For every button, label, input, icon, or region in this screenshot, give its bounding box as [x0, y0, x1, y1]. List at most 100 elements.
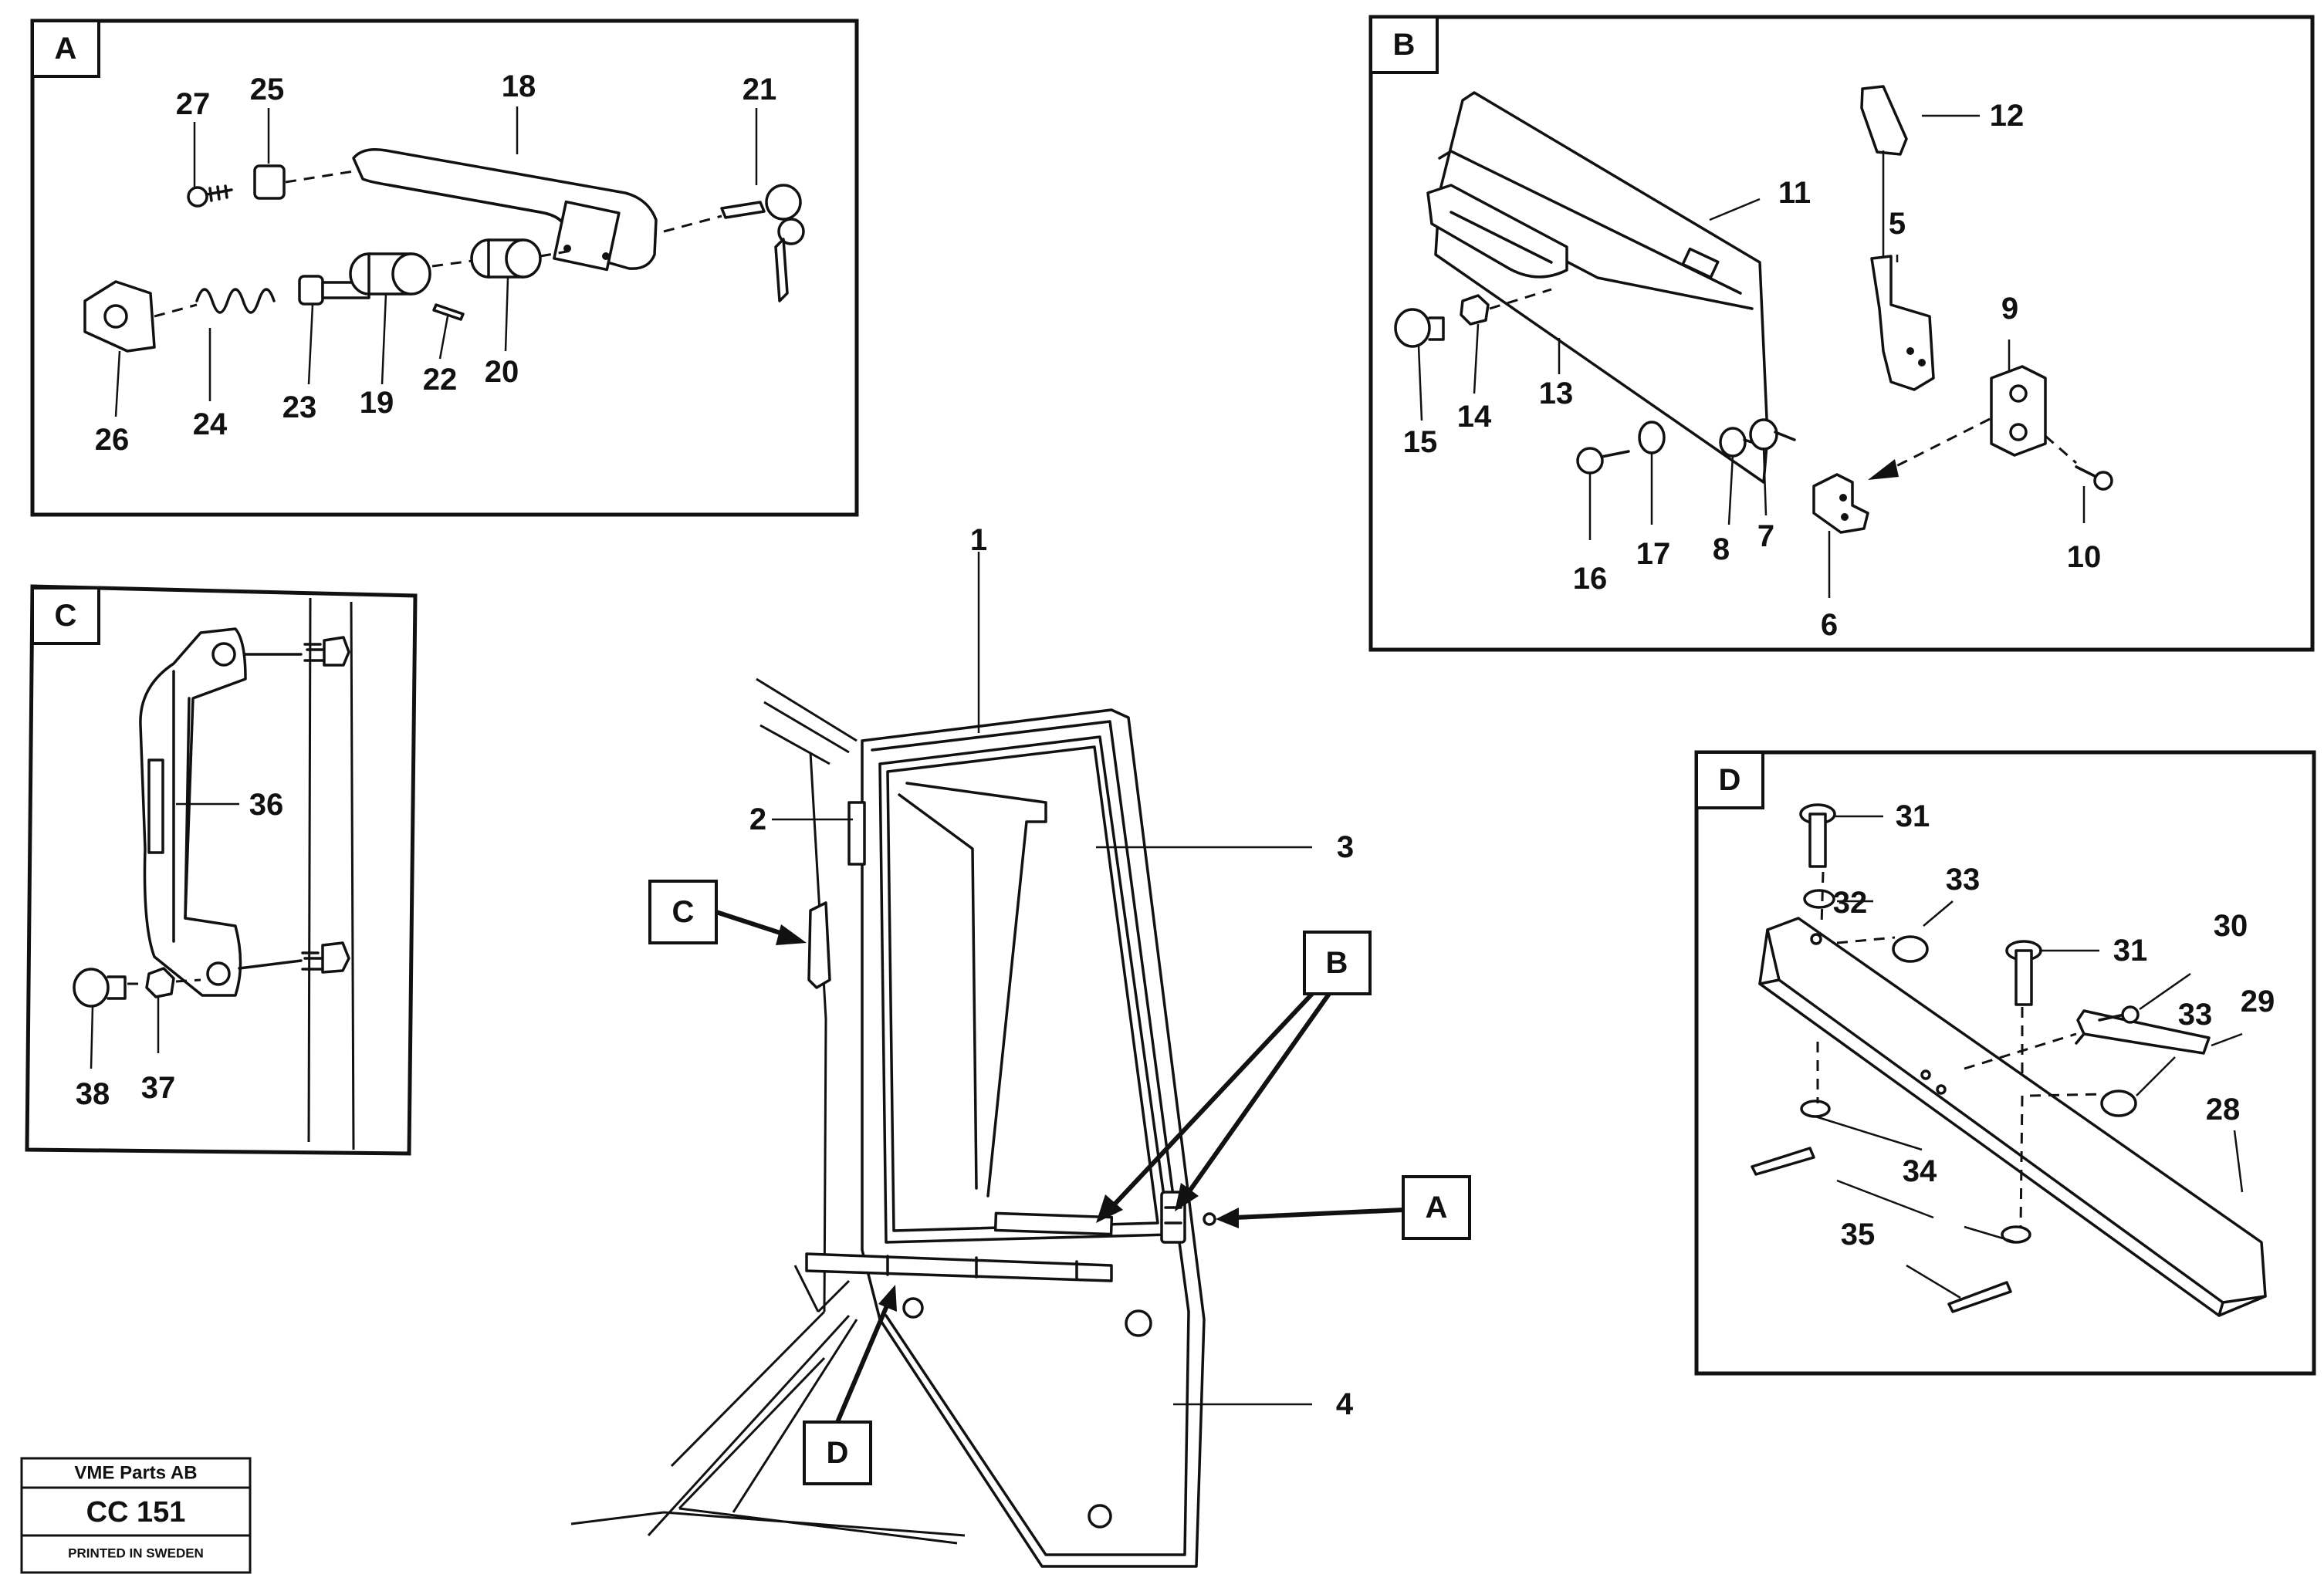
panel-a-tag-box	[31, 19, 100, 78]
callout-22: 22	[423, 363, 458, 397]
callout-34: 34	[1903, 1154, 1937, 1188]
callout-19: 19	[360, 386, 394, 420]
callout-32: 32	[1833, 886, 1868, 920]
latch-housing-part-11	[1426, 91, 1769, 484]
main-door-assembly: 1 2 3 4 C B A D	[570, 523, 1471, 1568]
clip-part-12	[1860, 85, 1908, 156]
panel-d-tag: D	[1719, 763, 1741, 797]
panel-d-tag-box	[1695, 751, 1764, 809]
callout-25: 25	[250, 73, 285, 106]
ref-box-c	[648, 880, 718, 944]
cotter-pin-part-35-right	[1947, 1281, 2012, 1313]
stamp-dividers	[22, 1486, 250, 1537]
callout-38: 38	[76, 1077, 110, 1111]
door-handle-part-18	[352, 148, 658, 272]
callout-36: 36	[249, 788, 284, 822]
cylinder-part-19	[349, 252, 431, 296]
pin-part-31-lower	[2005, 940, 2042, 1006]
washer-part-25	[253, 164, 286, 200]
ref-arrowhead-b2	[1175, 1183, 1199, 1211]
callout-23: 23	[282, 390, 317, 424]
panel-b: B	[1368, 15, 2315, 652]
callout-17: 17	[1636, 537, 1671, 571]
callout-16: 16	[1573, 562, 1608, 596]
callout-33-upper: 33	[1946, 863, 1981, 897]
screw-part-10	[2075, 465, 2113, 491]
axis-line-a1	[285, 170, 354, 184]
callout-2: 2	[749, 802, 766, 836]
ref-arrow-b2	[1185, 992, 1331, 1196]
callout-37: 37	[141, 1071, 176, 1105]
ref-label-a: A	[1426, 1191, 1448, 1225]
cap-part-15	[1394, 308, 1445, 348]
part-2-on-door	[847, 801, 866, 866]
bracket-part-5	[1870, 255, 1935, 391]
callout-1: 1	[970, 523, 987, 557]
callout-4: 4	[1336, 1387, 1354, 1421]
pin-part-31-upper	[1799, 803, 1836, 868]
ref-arrowhead-c	[776, 924, 807, 945]
panel-b-frame	[1368, 15, 2315, 652]
callout-26: 26	[95, 423, 130, 457]
callout-13: 13	[1539, 377, 1574, 410]
callout-31-lower: 31	[2113, 934, 2148, 968]
stamp-company: VME Parts AB	[74, 1463, 197, 1484]
ref-box-a	[1402, 1175, 1471, 1240]
key-part-21	[720, 184, 805, 302]
hinge-part-6	[1812, 473, 1869, 534]
callout-6: 6	[1821, 608, 1838, 642]
stamp-printed: PRINTED IN SWEDEN	[68, 1546, 204, 1561]
ref-arrowhead-d	[878, 1285, 897, 1312]
bushing-part-33-upper	[1892, 935, 1929, 963]
callout-29: 29	[2241, 985, 2275, 1019]
bushing-part-20	[470, 238, 542, 279]
panel-d-leaders	[1815, 815, 2244, 1299]
screw-part-27	[187, 184, 233, 208]
callout-33-lower: 33	[2178, 998, 2213, 1032]
callout-18: 18	[502, 69, 536, 103]
bolt-lower-c	[238, 941, 350, 974]
mounting-plate-part-26	[83, 280, 156, 353]
spring-part-24	[154, 288, 276, 318]
panel-c-tag: C	[55, 599, 77, 633]
callout-28: 28	[2206, 1093, 2241, 1127]
grab-handle-part-36	[139, 627, 247, 997]
panel-a-frame	[30, 19, 859, 517]
axis-line-a2	[663, 215, 722, 233]
striker-block-part-9	[1990, 365, 2047, 457]
callout-15: 15	[1403, 425, 1438, 459]
bushing-part-33-lower	[2100, 1089, 2137, 1117]
panel-c: C 36 38 37	[25, 584, 418, 1156]
callout-3: 3	[1337, 830, 1354, 864]
axis-line-a3	[431, 249, 572, 268]
panel-b-tag-box	[1369, 15, 1439, 74]
title-stamp: VME Parts AB CC 151 PRINTED IN SWEDEN	[20, 1457, 252, 1574]
ref-arrow-d	[835, 1302, 890, 1424]
washer-part-17	[1638, 421, 1666, 454]
ref-arrow-c	[715, 910, 788, 937]
main-leaders	[772, 552, 1312, 1406]
callout-7: 7	[1757, 519, 1774, 553]
panel-d: D	[1694, 750, 2316, 1376]
direction-arrowhead-b	[1868, 459, 1899, 480]
axis-line-b1	[1489, 288, 1552, 310]
axis-line-d3	[1964, 1032, 2104, 1097]
callout-24: 24	[193, 407, 228, 441]
callout-11: 11	[1778, 176, 1811, 210]
ref-label-b: B	[1326, 946, 1348, 980]
callout-20: 20	[485, 355, 519, 389]
callout-31-upper: 31	[1896, 799, 1930, 833]
callout-30: 30	[2214, 909, 2248, 943]
callout-12: 12	[1990, 99, 2025, 133]
ref-arrow-b1	[1109, 992, 1314, 1210]
panel-a-tag: A	[55, 32, 77, 66]
ref-label-c: C	[672, 895, 695, 929]
cap-part-38	[73, 968, 127, 1008]
callout-9: 9	[2001, 292, 2018, 326]
panel-c-frame	[25, 584, 418, 1156]
callout-21: 21	[743, 73, 777, 106]
washer-part-34-left	[1800, 1100, 1831, 1118]
washer-part-32	[1803, 889, 1835, 909]
grab-handle-on-door	[807, 901, 831, 989]
